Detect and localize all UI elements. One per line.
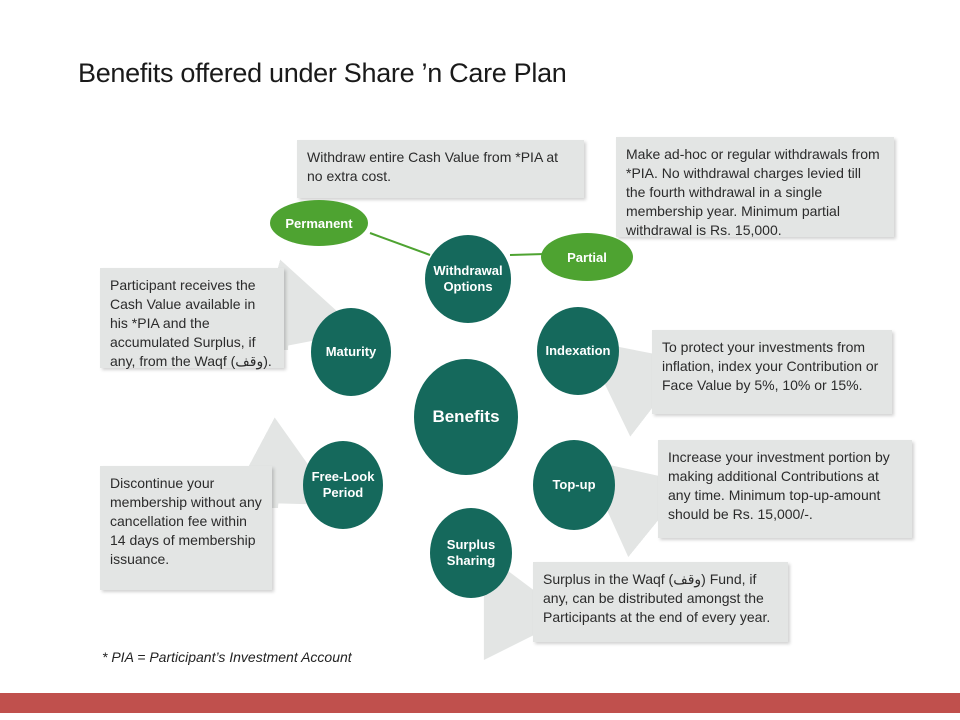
- indexation-description: To protect your investments from inflati…: [652, 330, 892, 414]
- permanent-node: Permanent: [270, 200, 368, 246]
- pia-footnote: * PIA = Participant’s Investment Account: [102, 649, 352, 665]
- maturity-node: Maturity: [311, 308, 391, 396]
- partial-connector: [509, 253, 546, 256]
- page-title: Benefits offered under Share ’n Care Pla…: [78, 58, 567, 88]
- indexation-node: Indexation: [537, 307, 619, 395]
- maturity-description: Participant receives the Cash Value avai…: [100, 268, 284, 369]
- free-look-period-node: Free-Look Period: [303, 441, 383, 529]
- freelook-description: Discontinue your membership without any …: [100, 466, 272, 590]
- freelook-arrow: [229, 417, 337, 509]
- surplus-sharing-node: Surplus Sharing: [430, 508, 512, 598]
- top-up-node: Top-up: [533, 440, 615, 530]
- topup-arrow: [584, 459, 689, 558]
- withdrawal-options-node: Withdrawal Options: [425, 235, 511, 323]
- surplus-arrow: [483, 552, 570, 661]
- permanent-connector: [369, 232, 431, 256]
- bottom-accent-bar: [0, 693, 960, 713]
- benefits-center-node: Benefits: [414, 359, 518, 475]
- topup-description: Increase your investment portion by maki…: [658, 440, 912, 538]
- surplus-description: Surplus in the Waqf (وقف) Fund, if any, …: [533, 562, 788, 642]
- partial-node: Partial: [541, 233, 633, 281]
- indexation-arrow: [583, 340, 689, 437]
- partial-description: Make ad-hoc or regular withdrawals from …: [616, 137, 894, 238]
- permanent-description: Withdraw entire Cash Value from *PIA at …: [297, 140, 584, 198]
